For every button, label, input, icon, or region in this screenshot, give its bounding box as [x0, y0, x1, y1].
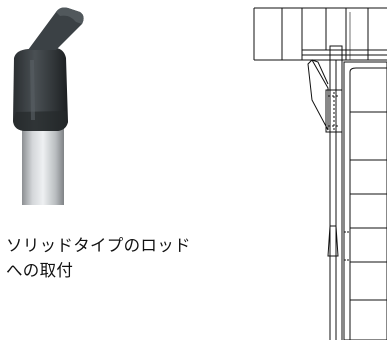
rod — [329, 45, 343, 340]
rod-hook-photo — [13, 7, 84, 205]
door-panel — [343, 61, 387, 340]
solid-rod — [22, 118, 64, 205]
caption-line-1: ソリッドタイプのロッド — [6, 236, 191, 255]
hook-arm — [28, 7, 84, 50]
upper-bracket — [307, 59, 343, 133]
middle-bracket — [327, 216, 350, 266]
caption: ソリッドタイプのロッド への取付 — [6, 233, 256, 283]
installation-drawing — [253, 7, 387, 340]
hook-body — [13, 48, 68, 131]
caption-line-2: への取付 — [6, 261, 74, 280]
header-frame — [253, 7, 387, 61]
